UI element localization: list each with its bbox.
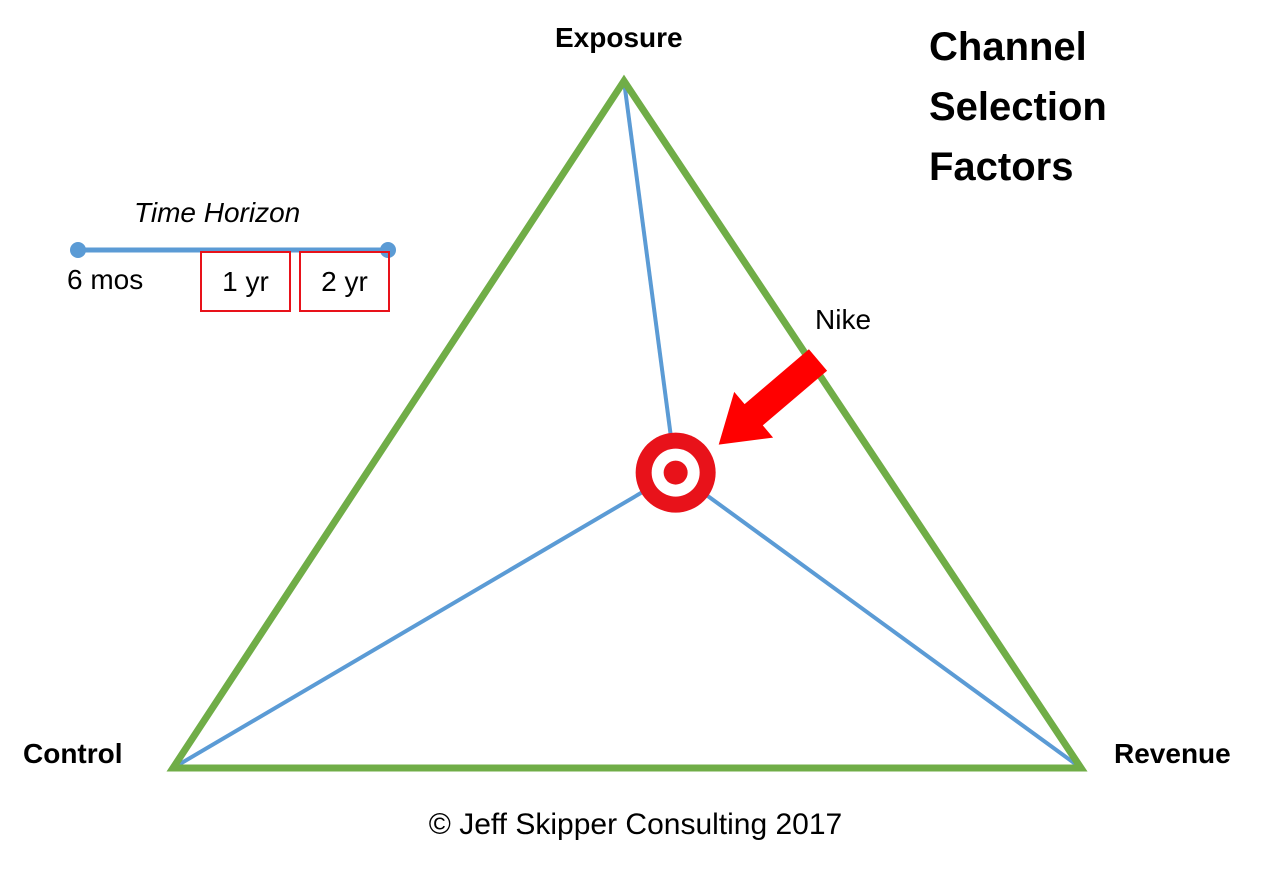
- title-line-2: Selection: [929, 85, 1107, 129]
- time-horizon-option-2yr: 2 yr: [299, 251, 390, 312]
- time-horizon-option-1yr: 1 yr: [200, 251, 291, 312]
- bullseye-target-icon: [635, 432, 716, 513]
- triangle-outline: [166, 74, 1088, 772]
- title-line-3: Factors: [929, 145, 1074, 189]
- time-horizon-title: Time Horizon: [134, 197, 301, 228]
- spoke-control: [171, 470, 677, 770]
- time-horizon-end-dot: [380, 242, 396, 258]
- time-horizon-option-6mos: 6 mos: [67, 264, 144, 295]
- title-line-1: Channel: [929, 25, 1087, 69]
- marker-label-nike: Nike: [815, 304, 872, 335]
- time-horizon-start-dot: [70, 242, 86, 258]
- spoke-exposure: [622, 80, 678, 473]
- vertex-label-exposure: Exposure: [555, 22, 683, 53]
- vertex-label-revenue: Revenue: [1114, 738, 1231, 769]
- arrow-icon: [718, 349, 828, 445]
- spoke-revenue: [674, 470, 1083, 770]
- vertex-label-control: Control: [23, 738, 123, 769]
- copyright-notice: © Jeff Skipper Consulting 2017: [428, 808, 843, 841]
